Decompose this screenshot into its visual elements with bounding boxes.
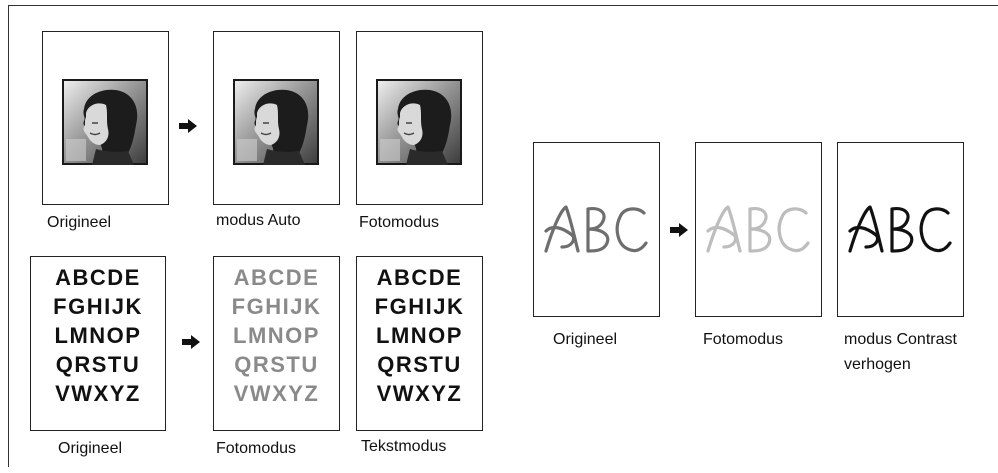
letter-line: FGHIJK [231, 294, 322, 319]
handwriting-original-page [533, 142, 660, 317]
caption-modus-auto: modus Auto [216, 212, 301, 229]
letter-line: LMNOP [233, 323, 320, 348]
photo-fotomodus-page [356, 31, 483, 205]
portrait-image [62, 79, 148, 165]
text-fotomodus-page: ABCDE FGHIJK LMNOP QRSTU VWXYZ [213, 256, 340, 431]
letter-line: LMNOP [376, 323, 463, 348]
letter-line: VWXYZ [376, 381, 463, 406]
text-original-page: ABCDE FGHIJK LMNOP QRSTU VWXYZ [30, 256, 166, 431]
portrait-image [376, 79, 462, 165]
handwriting-fotomodus-page [695, 142, 822, 317]
arrow-right-icon [182, 335, 200, 349]
letter-line: FGHIJK [53, 294, 143, 319]
letter-block: ABCDE FGHIJK LMNOP QRSTU VWXYZ [31, 263, 165, 408]
caption-origineel: Origineel [58, 440, 123, 457]
caption-fotomodus: Fotomodus [359, 214, 440, 231]
letter-block: ABCDE FGHIJK LMNOP QRSTU VWXYZ [357, 263, 482, 408]
caption-fotomodus: Fotomodus [703, 331, 784, 348]
caption-origineel: Origineel [553, 331, 618, 348]
letter-block: ABCDE FGHIJK LMNOP QRSTU VWXYZ [214, 263, 339, 408]
photo-auto-page [213, 31, 340, 205]
text-tekstmodus-page: ABCDE FGHIJK LMNOP QRSTU VWXYZ [356, 256, 483, 431]
letter-line: QRSTU [55, 352, 141, 377]
portrait-image [233, 79, 319, 165]
handwriting-contrast-page [837, 142, 964, 317]
handwritten-abc [706, 205, 810, 253]
caption-origineel: Origineel [47, 214, 112, 231]
letter-line: ABCDE [55, 265, 141, 290]
letter-line: VWXYZ [55, 381, 141, 406]
caption-modus-contrast: modus Contrast [844, 331, 957, 348]
diagram-frame [8, 5, 998, 467]
caption-fotomodus: Fotomodus [216, 440, 297, 457]
arrow-right-icon [670, 223, 688, 237]
letter-line: ABCDE [233, 265, 320, 290]
letter-line: VWXYZ [233, 381, 320, 406]
photo-original-page [42, 31, 169, 205]
letter-line: LMNOP [54, 323, 142, 348]
caption-tekstmodus: Tekstmodus [361, 438, 447, 455]
handwritten-abc [848, 205, 952, 253]
letter-line: ABCDE [376, 265, 463, 290]
caption-verhogen: verhogen [844, 356, 911, 373]
letter-line: FGHIJK [374, 294, 465, 319]
letter-line: QRSTU [234, 352, 319, 377]
handwritten-abc [544, 205, 648, 253]
arrow-right-icon [179, 119, 197, 133]
letter-line: QRSTU [377, 352, 462, 377]
